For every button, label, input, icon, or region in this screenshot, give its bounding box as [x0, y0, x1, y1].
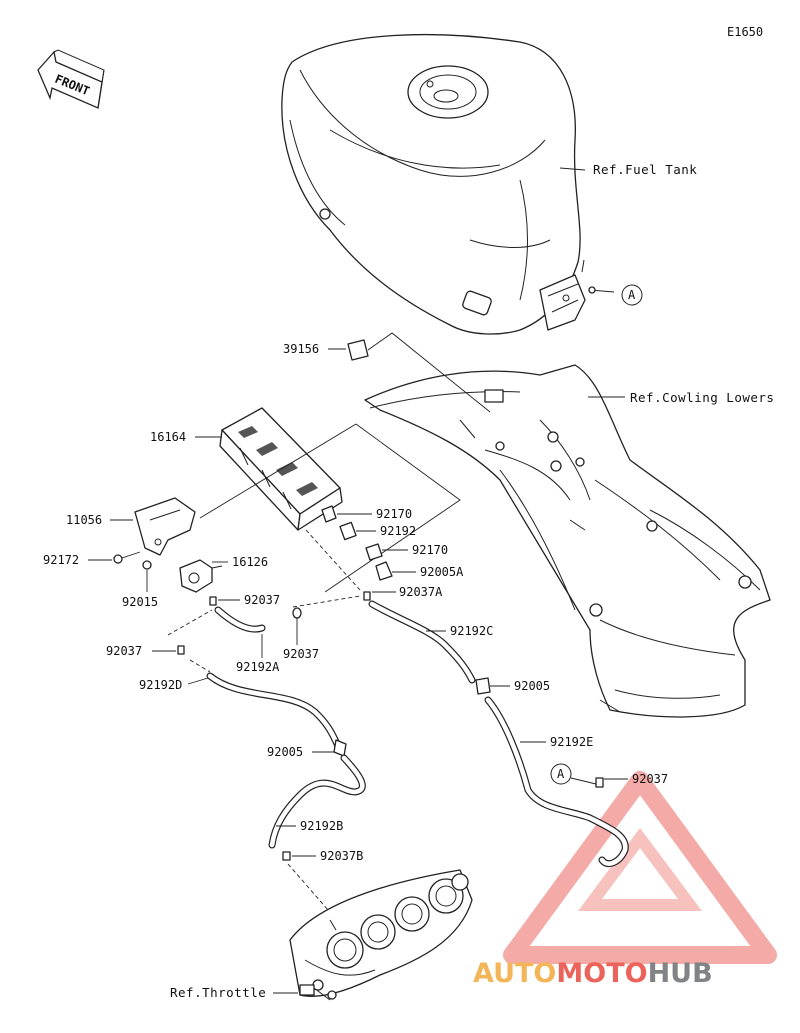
- logo-text-auto: AUTO: [473, 958, 556, 989]
- clamp-92037-c: [177, 645, 185, 655]
- label-92192: 92192: [380, 524, 416, 538]
- label-92192C: 92192C: [450, 624, 493, 638]
- label-92037-b: 92037: [283, 647, 319, 661]
- label-92192A: 92192A: [236, 660, 280, 674]
- label-92170-a: 92170: [376, 507, 412, 521]
- label-92170-b: 92170: [412, 543, 448, 557]
- label-92192B: 92192B: [300, 819, 343, 833]
- sticker-39156: [347, 339, 369, 361]
- logo-text-hub: HUB: [648, 958, 713, 989]
- svg-text:AUTOMOTOHUB: AUTOMOTOHUB: [473, 958, 713, 989]
- cowling-lowers: [364, 364, 771, 718]
- label-92172: 92172: [43, 553, 79, 567]
- clamp-92037A: [363, 591, 371, 601]
- label-92005-a: 92005: [267, 745, 303, 759]
- label-39156: 39156: [283, 342, 319, 356]
- clamp-92037-b: [292, 607, 302, 619]
- joint-92005-b: [475, 677, 491, 695]
- valve-16126: [179, 559, 223, 593]
- label-92192D: 92192D: [139, 678, 182, 692]
- label-92192E: 92192E: [550, 735, 593, 749]
- hose-92192A: [214, 606, 266, 633]
- marker-a-bottom: [550, 763, 572, 785]
- joint-92005-a: [333, 739, 347, 757]
- hose-92192C: [368, 600, 476, 684]
- clamp-92037-a: [209, 596, 217, 606]
- ref-throttle-label: Ref.Throttle: [170, 985, 266, 1000]
- clip-92170-b: [365, 543, 383, 561]
- label-92037A: 92037A: [399, 585, 443, 599]
- bolt-92172: [113, 554, 123, 564]
- label-16126: 16126: [232, 555, 268, 569]
- hose-92192: [339, 521, 357, 541]
- canister-16164: [219, 407, 343, 531]
- label-92037-c: 92037: [106, 644, 142, 658]
- front-arrow-icon: FRONT: [37, 49, 105, 109]
- label-92037B: 92037B: [320, 849, 363, 863]
- clamp-92037B: [282, 851, 291, 861]
- hose-92192E: [484, 696, 629, 868]
- label-92005-b: 92005: [514, 679, 550, 693]
- hose-92192B: [268, 754, 366, 849]
- fuel-tank: [281, 33, 615, 335]
- diagram-code: E1650: [727, 25, 763, 39]
- label-16164: 16164: [150, 430, 186, 444]
- label-92037-a: 92037: [244, 593, 280, 607]
- nut-92015: [142, 560, 152, 570]
- label-92037-d: 92037: [632, 772, 668, 786]
- marker-a-bottom-label: A: [557, 767, 565, 781]
- clip-92170-a: [321, 505, 337, 523]
- logo-text-moto: MOTO: [556, 958, 647, 989]
- hose-92192D: [206, 672, 342, 750]
- ref-cowling-label: Ref.Cowling Lowers: [630, 390, 774, 405]
- automotohub-logo: AUTOMOTOHUB: [473, 771, 777, 989]
- clamp-92037-d: [595, 777, 604, 788]
- label-92005A: 92005A: [420, 565, 464, 579]
- marker-a-top: [621, 284, 643, 306]
- label-92015: 92015: [122, 595, 158, 609]
- joint-92005A: [375, 561, 393, 581]
- ref-fuel-tank-label: Ref.Fuel Tank: [593, 162, 697, 177]
- label-11056: 11056: [66, 513, 102, 527]
- throttle-bodies: [289, 869, 473, 1001]
- bracket-11056: [134, 497, 196, 556]
- marker-a-top-label: A: [628, 288, 636, 302]
